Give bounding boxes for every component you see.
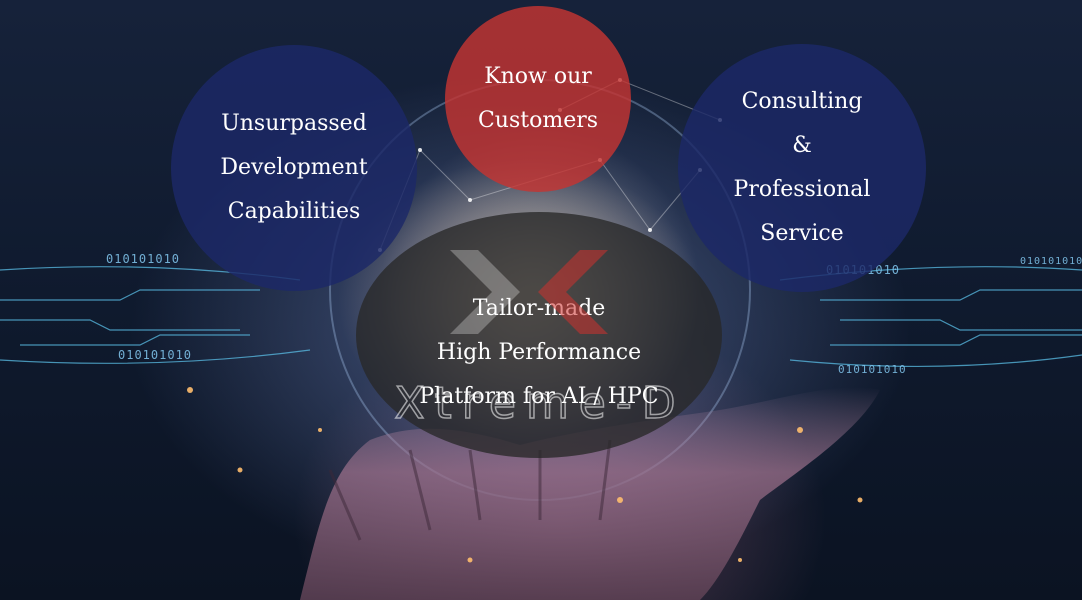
circle-line: High Performance <box>436 340 642 365</box>
know-customers-circle: Know our Customers <box>445 6 631 192</box>
circle-line: Platform for AI / HPC <box>419 384 659 409</box>
platform-circle: Tailor-made High Performance Platform fo… <box>356 212 722 458</box>
circle-line: Professional <box>733 177 871 202</box>
circle-line: Consulting <box>741 89 863 114</box>
development-capabilities-circle: Unsurpassed Development Capabilities <box>171 45 417 291</box>
binary-decor-text: 010101010 <box>106 252 181 266</box>
binary-decor-text: 010101010 <box>118 348 193 362</box>
binary-decor-text: 010101010 <box>1020 256 1082 267</box>
circle-line: Service <box>760 221 844 246</box>
circle-line: Capabilities <box>227 199 361 224</box>
circle-line: Customers <box>477 108 599 133</box>
circle-line: Development <box>220 155 368 180</box>
consulting-service-circle: Consulting & Professional Service <box>678 44 926 292</box>
circle-line: Know our <box>484 64 592 89</box>
circle-line: Tailor-made <box>472 296 606 321</box>
circle-line: Unsurpassed <box>221 111 367 136</box>
binary-decor-text: 010101010 <box>838 363 907 376</box>
circle-line: & <box>792 133 812 158</box>
